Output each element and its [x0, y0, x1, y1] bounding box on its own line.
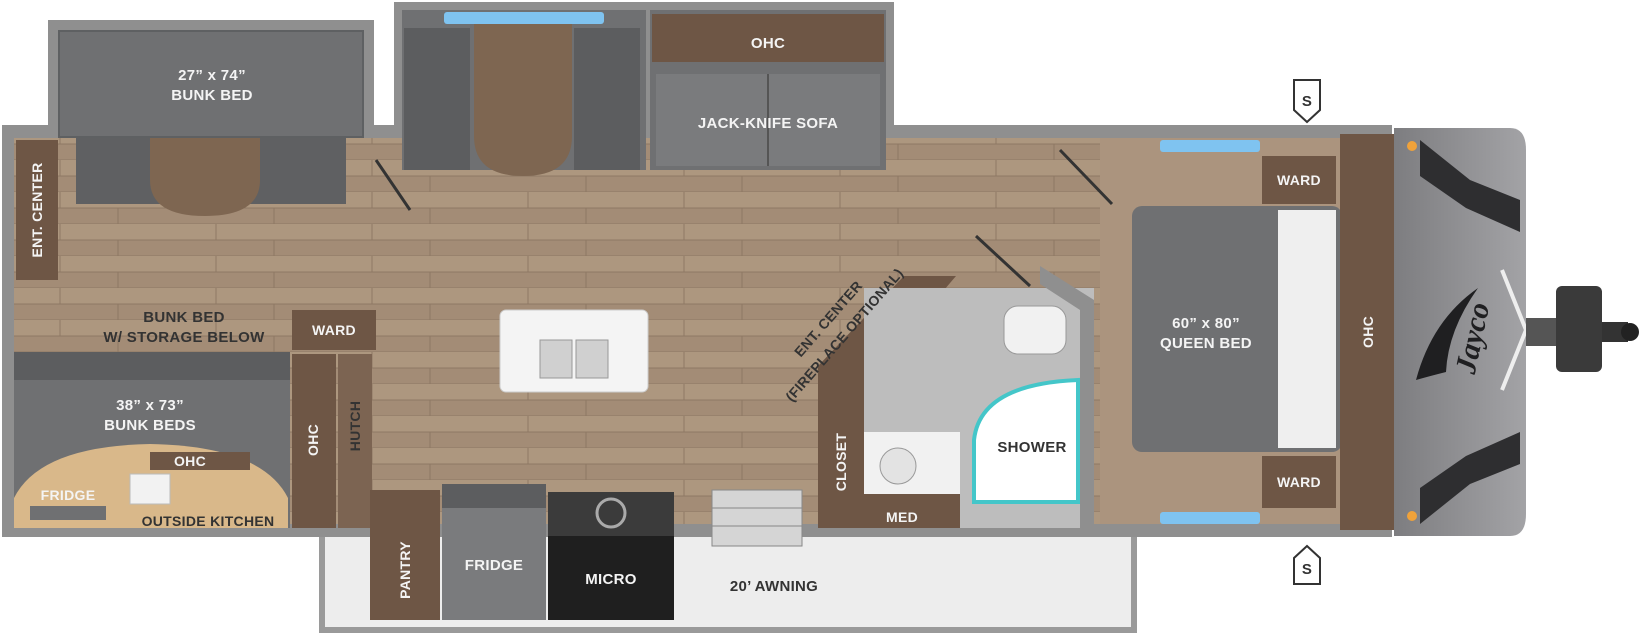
label-shower: SHOWER	[997, 439, 1066, 456]
toilet	[1003, 305, 1067, 355]
vanity-sink	[879, 447, 917, 485]
front-marker-light-bottom	[1407, 511, 1417, 521]
entry-steps	[711, 489, 803, 547]
bunk-storage-ledge	[14, 352, 290, 380]
label-ward-bottom-right: WARD	[1277, 474, 1321, 490]
label-hutch: HUTCH	[347, 401, 363, 452]
label-stabilizer-top: S	[1302, 93, 1312, 110]
queen-bed-pillows	[1278, 210, 1336, 448]
label-pantry: PANTRY	[397, 541, 413, 599]
shower-stall	[972, 377, 1080, 504]
label-bunk-beds: BUNK BEDS	[104, 417, 196, 434]
label-outside-kitchen: OUTSIDE KITCHEN	[142, 513, 275, 529]
bedroom-door	[1058, 148, 1114, 206]
label-fridge-outside: FRIDGE	[41, 487, 96, 503]
label-micro: MICRO	[585, 571, 637, 588]
stove-burner	[595, 497, 627, 529]
bunk-bed-top	[60, 32, 362, 136]
label-awning: 20’ AWNING	[730, 578, 818, 595]
pantry-cabinet	[370, 490, 440, 620]
microwave	[548, 536, 674, 620]
bunk-ohc	[150, 452, 250, 470]
label-fridge-kitchen: FRIDGE	[465, 557, 523, 574]
hutch-cabinet	[338, 354, 372, 528]
bath-door	[974, 234, 1032, 288]
label-ohc-bunk: OHC	[174, 453, 206, 469]
label-jack-knife-sofa: JACK-KNIFE SOFA	[698, 115, 838, 132]
mid-ent-center-wall	[818, 276, 956, 528]
hitch-ball	[1621, 323, 1639, 341]
label-bunk-bed-top-size: 27” x 74”	[178, 67, 246, 84]
label-ward-top-right: WARD	[1277, 172, 1321, 188]
label-bunk-bed-storage-1: BUNK BED	[143, 309, 225, 326]
bunkroom-door	[374, 159, 412, 211]
outside-sink	[129, 473, 171, 505]
island-sink-right	[575, 339, 609, 379]
jayco-bird-logo	[1416, 288, 1478, 380]
label-bunk-beds-size: 38” x 73”	[116, 397, 184, 414]
dinette-bench-right	[574, 28, 640, 170]
ohc-top-cabinet	[652, 14, 884, 62]
ward-bottom-right	[1262, 456, 1336, 508]
label-ohc-vertical: OHC	[305, 424, 321, 456]
stabilizer-marker-top	[1293, 79, 1321, 124]
label-ward-hutch: WARD	[312, 322, 356, 338]
front-marker-light-top	[1407, 141, 1417, 151]
dinette-bench-left	[404, 28, 470, 170]
front-ohc	[1340, 134, 1394, 530]
stabilizer-marker-bottom	[1293, 544, 1321, 585]
front-cap	[1394, 128, 1526, 536]
ward-hutch-cabinet	[292, 310, 376, 350]
label-stabilizer-bottom: S	[1302, 561, 1312, 578]
hitch-coupler	[1602, 322, 1628, 342]
label-queen-bed-size: 60” x 80”	[1172, 315, 1240, 332]
bathroom-wall	[1040, 266, 1094, 528]
dinette-table	[474, 20, 572, 176]
outside-fridge	[30, 506, 106, 520]
ohc-vertical	[292, 354, 336, 528]
dinette-window	[444, 12, 604, 24]
island-sink-left	[539, 339, 573, 379]
front-cap-stripe-bottom	[1420, 432, 1520, 524]
bedroom-window-bottom	[1160, 512, 1260, 524]
front-cap-stripe-top	[1420, 140, 1520, 232]
left-ent-center	[16, 140, 58, 280]
label-closet: CLOSET	[833, 433, 849, 492]
kitchen-island	[499, 309, 649, 393]
label-bunk-bed-top: BUNK BED	[171, 87, 253, 104]
ward-top-right	[1262, 156, 1336, 204]
label-ohc-front: OHC	[1360, 316, 1376, 348]
label-ent-center-left: ENT. CENTER	[29, 162, 45, 257]
hitch-jack	[1556, 286, 1602, 372]
label-queen-bed: QUEEN BED	[1160, 335, 1252, 352]
bedroom-window-top	[1160, 140, 1260, 152]
kitchen-fridge-top	[442, 484, 546, 508]
label-bunk-bed-storage-2: W/ STORAGE BELOW	[103, 329, 265, 346]
bunk-dinette-table	[150, 138, 260, 216]
label-med: MED	[886, 509, 918, 525]
label-ohc-top: OHC	[751, 35, 785, 52]
